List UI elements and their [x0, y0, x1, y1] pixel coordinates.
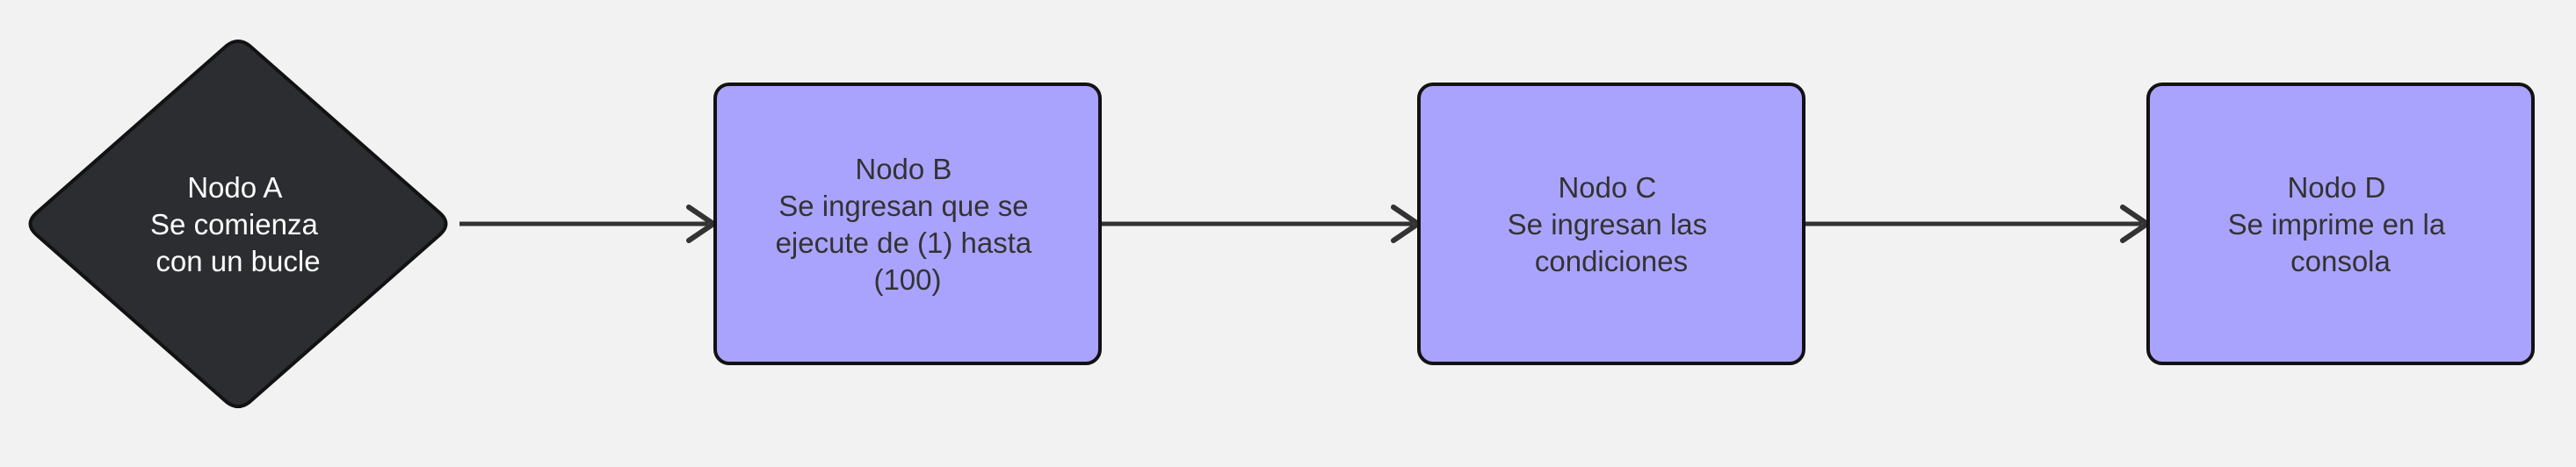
- edge-c-to-d: [1804, 205, 2150, 243]
- node-d-line-1: Nodo D: [2287, 171, 2385, 204]
- node-c-line-2: Se ingresan las: [1508, 208, 1707, 241]
- node-c-label: Nodo C Se ingresan las condiciones: [1508, 171, 1716, 277]
- node-c-line-3: condiciones: [1535, 245, 1688, 277]
- node-a-line-1: Nodo A: [187, 171, 282, 204]
- node-a-shape: [28, 40, 448, 408]
- node-b-line-3: ejecute de (1) hasta: [776, 226, 1032, 259]
- node-d-line-2: Se imprime en la: [2228, 208, 2446, 241]
- node-b-label: Nodo B Se ingresan que se ejecute de (1)…: [776, 153, 1040, 296]
- edge-a-to-b: [459, 205, 716, 243]
- node-c: Nodo C Se ingresan las condiciones: [1417, 83, 1805, 365]
- node-d-shape: [2146, 83, 2535, 365]
- node-b-line-2: Se ingresan que se: [778, 190, 1028, 222]
- node-b-line-1: Nodo B: [855, 153, 952, 185]
- node-a: Nodo A Se comienza con un bucle: [28, 40, 448, 408]
- node-d-line-3: consola: [2290, 245, 2391, 277]
- node-b-shape: [713, 83, 1102, 365]
- edge-b-to-c: [1102, 205, 1421, 243]
- node-a-line-3: con un bucle: [156, 245, 320, 277]
- node-d-label: Nodo D Se imprime en la consola: [2228, 171, 2454, 277]
- node-a-label: Nodo A Se comienza con un bucle: [150, 171, 326, 277]
- node-a-line-2: Se comienza: [150, 208, 318, 241]
- node-b: Nodo B Se ingresan que se ejecute de (1)…: [713, 83, 1102, 365]
- node-b-line-4: (100): [873, 263, 941, 296]
- node-c-shape: [1417, 83, 1805, 365]
- node-d: Nodo D Se imprime en la consola: [2146, 83, 2535, 365]
- node-c-line-1: Nodo C: [1558, 171, 1656, 204]
